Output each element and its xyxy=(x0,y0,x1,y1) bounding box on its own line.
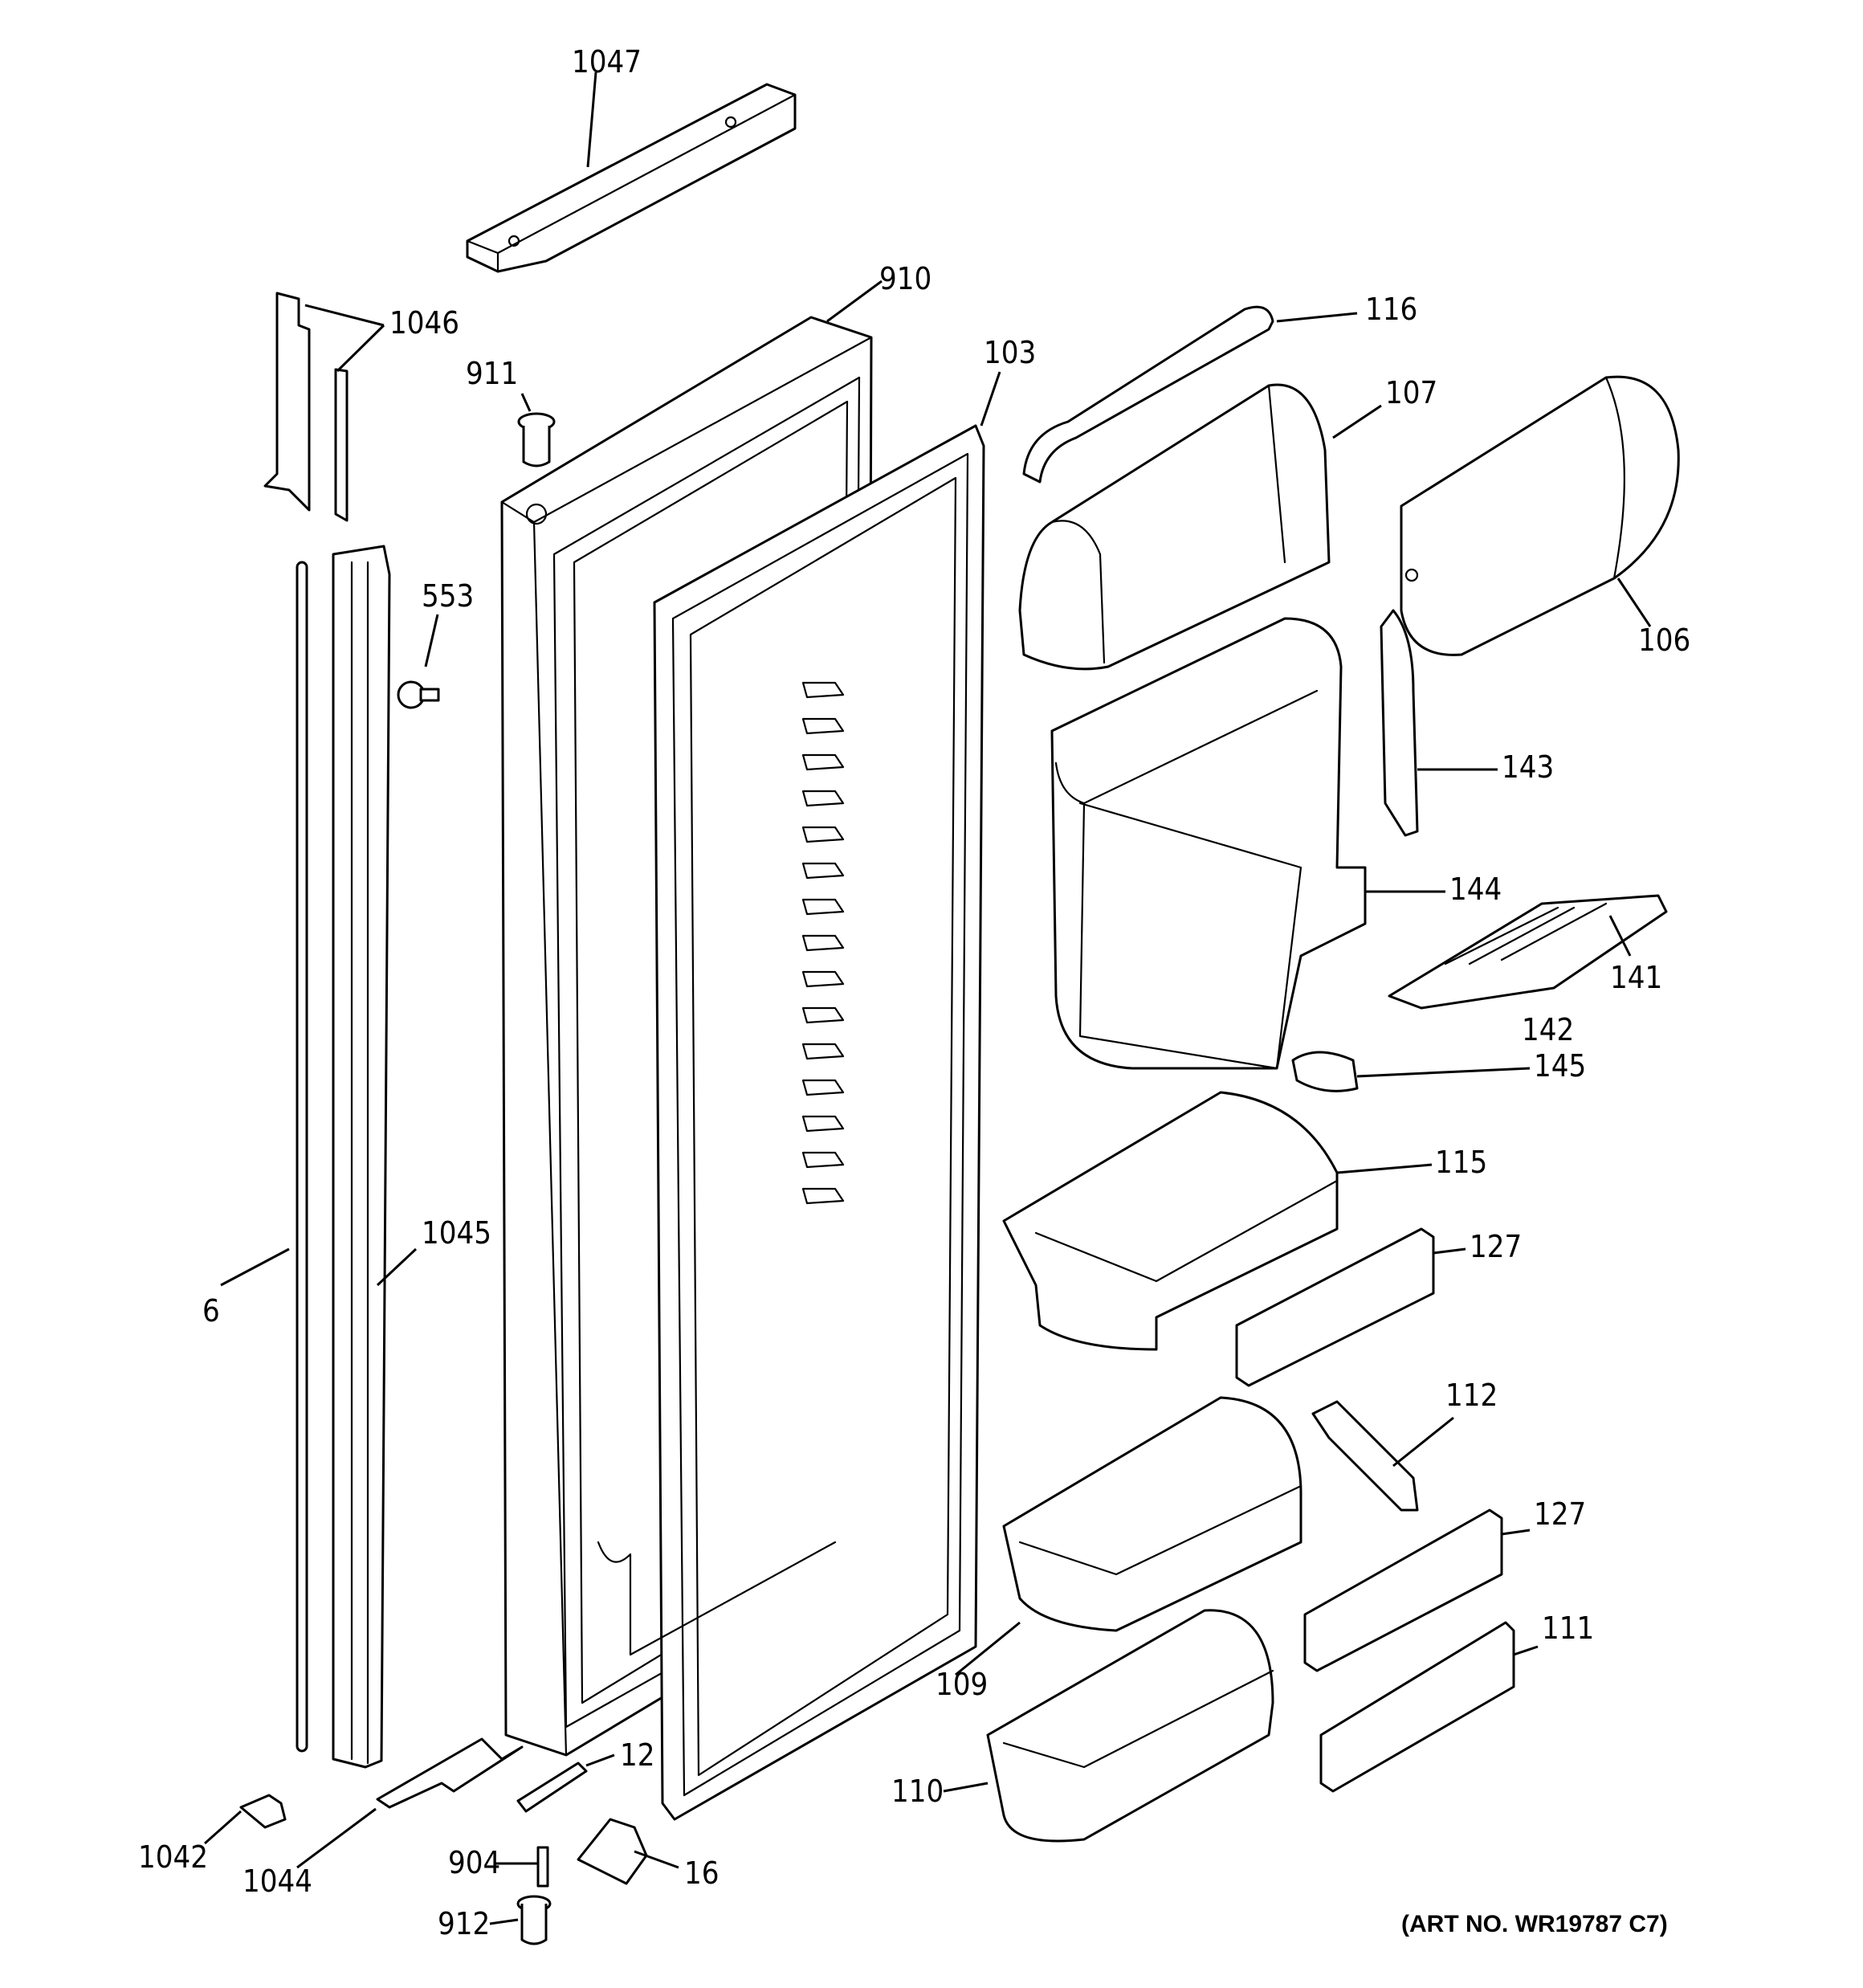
callout-12: 12 xyxy=(620,1737,655,1773)
part-145-nozzle xyxy=(1291,1051,1359,1092)
part-904-screw xyxy=(536,1846,549,1888)
part-106-cover xyxy=(1400,375,1680,656)
callout-1047: 1047 xyxy=(572,44,642,80)
part-144-bin xyxy=(1050,617,1367,1070)
callout-6: 6 xyxy=(202,1293,220,1329)
part-141-142-tray xyxy=(1388,894,1668,1010)
callout-1046: 1046 xyxy=(389,305,459,341)
callout-110: 110 xyxy=(891,1774,944,1809)
part-1046-brackets xyxy=(263,292,349,522)
part-1047-door-cap xyxy=(466,83,797,273)
callout-127-lower: 127 xyxy=(1534,1496,1586,1532)
part-6-rod xyxy=(296,561,308,1753)
callout-111: 111 xyxy=(1542,1610,1594,1646)
part-143-divider xyxy=(1380,609,1419,837)
part-16-hinge xyxy=(577,1818,648,1885)
part-12-hinge-pin xyxy=(516,1761,588,1813)
part-1044-bracket xyxy=(376,1737,524,1809)
callout-553: 553 xyxy=(422,578,474,614)
part-553-knob xyxy=(397,680,440,709)
part-109-bin xyxy=(1002,1396,1302,1632)
callout-142: 142 xyxy=(1522,1012,1574,1047)
part-103-gasket xyxy=(653,424,985,1821)
part-110-bin xyxy=(986,1609,1274,1843)
callout-labels: 1047 1046 910 911 103 116 107 106 553 14… xyxy=(138,44,1690,1941)
callout-910: 910 xyxy=(879,261,932,296)
callout-16: 16 xyxy=(684,1855,720,1891)
part-112-retainer xyxy=(1311,1400,1419,1512)
part-911-plug xyxy=(517,412,556,467)
callout-107: 107 xyxy=(1385,375,1437,410)
part-111-bar xyxy=(1319,1621,1515,1793)
callout-109: 109 xyxy=(936,1667,988,1702)
callout-1042: 1042 xyxy=(138,1839,208,1875)
callout-144: 144 xyxy=(1449,872,1502,907)
callout-1045: 1045 xyxy=(422,1215,491,1251)
part-107-bin xyxy=(1018,383,1331,671)
callout-904: 904 xyxy=(448,1845,500,1880)
part-116-rail xyxy=(1022,305,1274,484)
callout-911: 911 xyxy=(466,356,518,391)
part-115-bin xyxy=(1002,1091,1339,1351)
callout-1044: 1044 xyxy=(243,1863,312,1899)
part-127-lower-bar xyxy=(1303,1508,1503,1672)
liner-shelf-supports xyxy=(597,681,845,1656)
callout-103: 103 xyxy=(984,335,1036,370)
part-1042-clip xyxy=(239,1794,287,1829)
callout-127-upper: 127 xyxy=(1470,1229,1522,1264)
callout-112: 112 xyxy=(1445,1378,1498,1413)
leader-lines xyxy=(204,71,1652,1925)
art-number: (ART NO. WR19787 C7) xyxy=(1401,1911,1668,1937)
callout-143: 143 xyxy=(1502,749,1554,785)
callout-106: 106 xyxy=(1638,623,1690,658)
callout-115: 115 xyxy=(1435,1145,1487,1180)
callout-116: 116 xyxy=(1365,292,1417,327)
part-1045-trim xyxy=(332,545,391,1769)
callout-145: 145 xyxy=(1534,1048,1586,1084)
part-127-upper-bar xyxy=(1235,1227,1435,1387)
part-912-bushing xyxy=(516,1895,552,1945)
callout-912: 912 xyxy=(438,1906,490,1941)
callout-141: 141 xyxy=(1610,960,1662,995)
